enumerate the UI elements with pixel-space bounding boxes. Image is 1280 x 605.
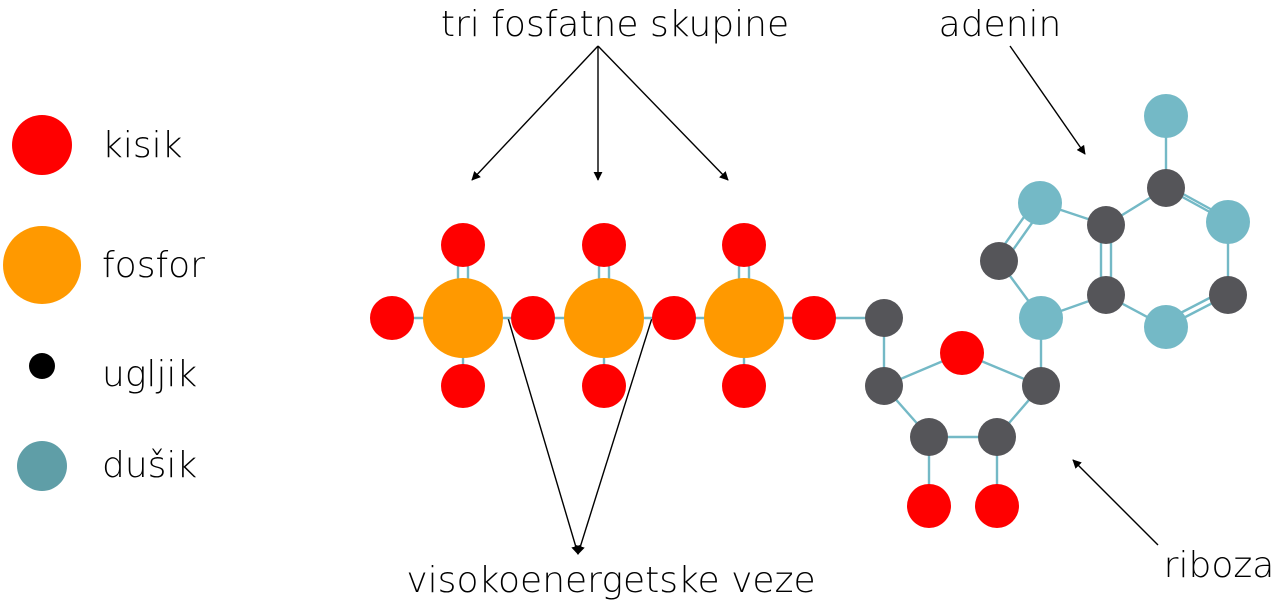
oxygen-atom <box>722 223 766 267</box>
legend-phosphorus-swatch <box>3 226 81 304</box>
carbon-atom <box>1022 367 1060 405</box>
oxygen-atom <box>975 484 1019 528</box>
phosphate-groups-label: tri fosfatne skupine <box>441 4 789 45</box>
legend-oxygen-swatch <box>12 115 72 175</box>
nitrogen-atom <box>1144 94 1188 138</box>
adenine-label: adenin <box>939 4 1062 45</box>
carbon-atom <box>1087 276 1125 314</box>
carbon-atom <box>865 367 903 405</box>
nitrogen-atom <box>1206 200 1250 244</box>
oxygen-atom <box>582 364 626 408</box>
oxygen-atom <box>907 484 951 528</box>
legend-nitrogen-swatch <box>17 441 67 491</box>
carbon-atom <box>1209 276 1247 314</box>
label-arrows <box>471 45 1159 555</box>
legend: kisik fosfor ugljik dušik <box>3 115 205 491</box>
carbon-atom <box>1147 169 1185 207</box>
carbon-atom <box>978 418 1016 456</box>
nitrogen-atom <box>1019 296 1063 340</box>
carbon-atom <box>910 418 948 456</box>
nitrogen-atom <box>1018 181 1062 225</box>
phosphorus-atom <box>704 278 784 358</box>
oxygen-atom <box>441 223 485 267</box>
oxygen-atom <box>722 364 766 408</box>
carbon-atom <box>980 242 1018 280</box>
oxygen-atom <box>441 364 485 408</box>
legend-phosphorus-label: fosfor <box>102 245 205 286</box>
diagram-labels: tri fosfatne skupine adenin visokoenerge… <box>406 4 1275 601</box>
high-energy-bonds-label: visokoenergetske veze <box>406 560 815 600</box>
carbon-atom <box>1087 206 1125 244</box>
high-energy-bond-arrow-1 <box>507 317 581 555</box>
oxygen-atom <box>511 296 555 340</box>
legend-nitrogen-label: dušik <box>102 445 197 486</box>
phosphate-arrow-3 <box>597 45 729 181</box>
ribose-arrow <box>1072 459 1159 546</box>
atoms <box>370 94 1250 528</box>
carbon-atom <box>865 299 903 337</box>
oxygen-atom <box>652 296 696 340</box>
ribose-label: riboza <box>1164 545 1275 586</box>
legend-carbon-swatch <box>29 353 55 379</box>
oxygen-atom <box>370 296 414 340</box>
oxygen-atom <box>940 331 984 375</box>
nitrogen-atom <box>1144 305 1188 349</box>
oxygen-atom <box>582 223 626 267</box>
adenine-arrow <box>1009 45 1086 155</box>
legend-oxygen-label: kisik <box>102 125 182 166</box>
phosphorus-atom <box>564 278 644 358</box>
oxygen-atom <box>792 296 836 340</box>
legend-carbon-label: ugljik <box>102 354 197 395</box>
phosphate-arrow-1 <box>471 45 599 181</box>
phosphorus-atom <box>423 278 503 358</box>
high-energy-bond-arrow-2 <box>576 317 653 555</box>
